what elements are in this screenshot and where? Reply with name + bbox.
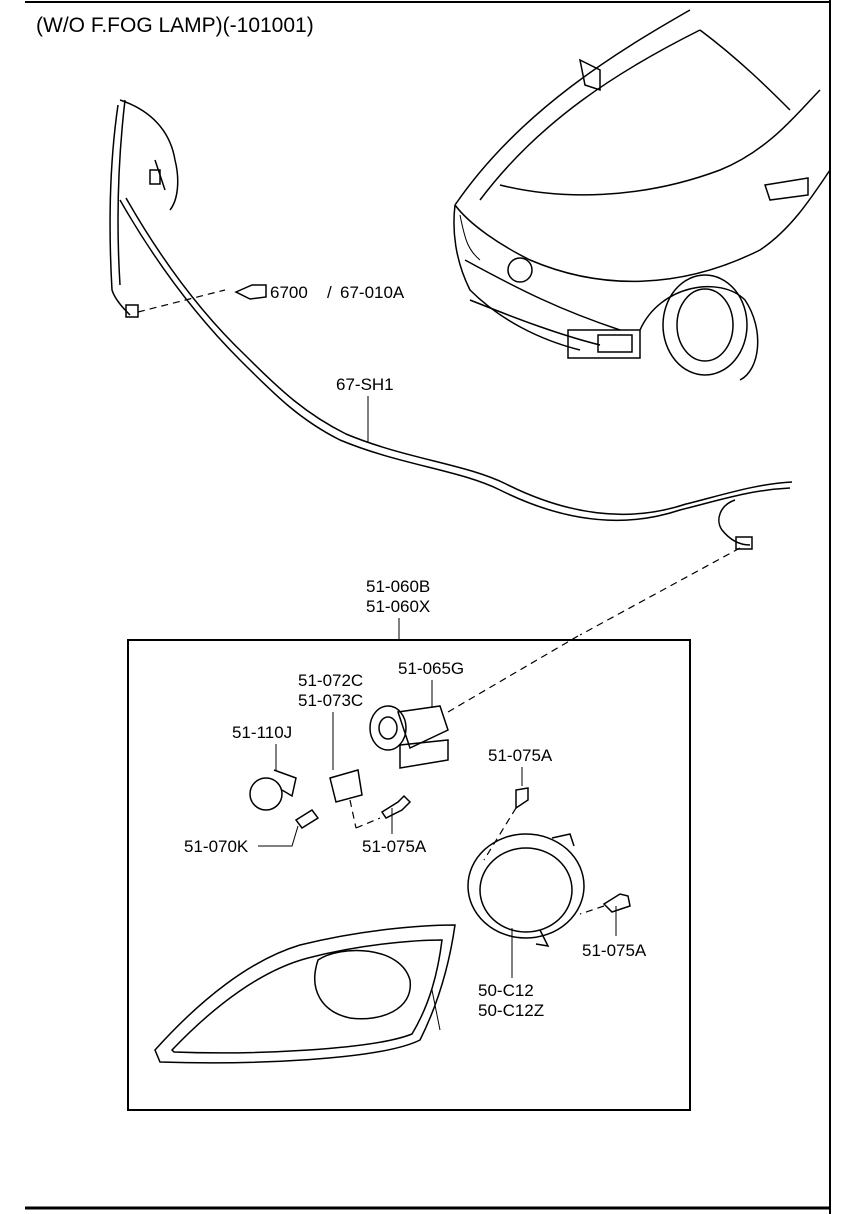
small-bulb-part xyxy=(294,808,320,830)
screw-top-part xyxy=(515,787,529,810)
small-bulb-leader xyxy=(258,825,299,847)
socket-part xyxy=(329,769,381,829)
wiring-harness xyxy=(109,99,793,636)
screw-center-part xyxy=(380,794,412,819)
ref-sub-label: 67-010A xyxy=(340,283,405,302)
kit-label-2: 51-060X xyxy=(366,597,430,616)
fog-lamp-label-2: 50-C12Z xyxy=(478,1001,544,1020)
kit-box xyxy=(127,639,691,1111)
ref-main-label: 6700 xyxy=(270,283,308,302)
screw-right-guide xyxy=(579,905,605,915)
fog-lamp-label-1: 50-C12 xyxy=(478,981,534,1000)
bezel-part xyxy=(154,924,456,1064)
connector-part xyxy=(369,635,579,769)
connector-label: 51-065G xyxy=(398,659,464,678)
screw-right-part xyxy=(602,893,631,913)
car-illustration xyxy=(453,9,831,381)
screw-right-label: 51-075A xyxy=(582,941,647,960)
kit-label-1: 51-060B xyxy=(366,577,430,596)
screw-top-label: 51-075A xyxy=(488,746,553,765)
ref-separator: / xyxy=(327,283,332,302)
socket-label-1: 51-072C xyxy=(298,671,363,690)
bulb-label: 51-110J xyxy=(232,723,292,742)
screw-top-guide xyxy=(483,807,517,861)
socket-label-2: 51-073C xyxy=(298,691,363,710)
pointing-hand-icon xyxy=(234,284,267,300)
fog-lamp-part xyxy=(467,833,585,947)
screw-center-label: 51-075A xyxy=(362,837,427,856)
diagram-title: (W/O F.FOG LAMP)(-101001) xyxy=(36,14,314,37)
small-bulb-label: 51-070K xyxy=(184,837,249,856)
harness-label: 67-SH1 xyxy=(336,375,394,394)
bulb-part xyxy=(249,769,297,811)
